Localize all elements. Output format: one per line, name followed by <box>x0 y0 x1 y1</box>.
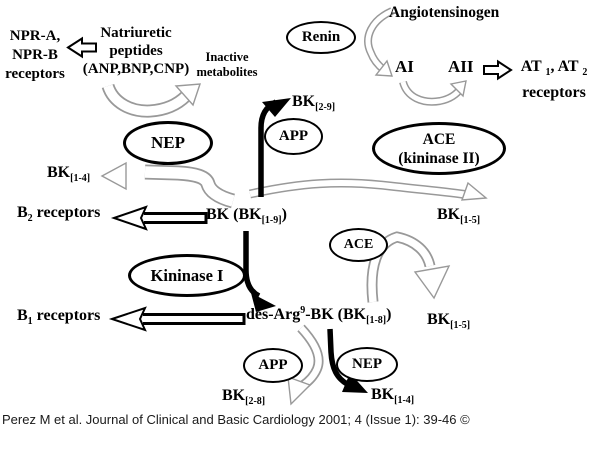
inactive-line2: metabolites <box>196 65 258 79</box>
label-bk1-5-upper: BK[1-5] <box>437 206 481 226</box>
arrow-desarg-to-bk15-lower <box>366 231 451 303</box>
npr-line1: NPR-A, <box>9 28 61 44</box>
arrow-desarg-to-b1-receptors <box>108 306 246 332</box>
enzyme-ace-small: ACE <box>329 228 388 262</box>
ace-small-label: ACE <box>343 237 374 252</box>
label-bk1-5-lower: BK[1-5] <box>427 311 471 331</box>
app-bottom-label: APP <box>258 357 288 373</box>
arrow-bk-to-b2-receptors <box>110 205 208 231</box>
nep-bottom-label: NEP <box>352 356 382 372</box>
label-bk2-9: BK[2-9] <box>292 93 336 113</box>
label-des-arg9-bk: des-Arg9-BK (BK[1-8]) <box>246 305 392 326</box>
label-b1-receptors: B1 receptors <box>17 307 101 327</box>
arrow-angiotensinogen-to-ai <box>364 7 394 77</box>
arrow-natriuretic-to-npr-receptors <box>66 36 97 59</box>
arrow-aii-to-at-receptors <box>483 59 513 81</box>
natriuretic-line1: Natriuretic <box>100 25 172 41</box>
enzyme-renin: Renin <box>286 21 356 54</box>
label-ai: AI <box>395 57 414 77</box>
renin-label: Renin <box>301 29 341 45</box>
enzyme-app-bottom: APP <box>243 348 303 383</box>
enzyme-ace-kininase2: ACE (kininase II) <box>372 122 506 175</box>
at1: AT 1 <box>520 58 551 78</box>
arrow-bk-to-desarg <box>243 231 276 312</box>
label-b2-receptors: B2 receptors <box>17 204 101 224</box>
label-inactive-metabolites: Inactive metabolites <box>192 50 262 80</box>
arrow-bk-to-bk14 <box>100 161 236 209</box>
label-bk2-8: BK[2-8] <box>222 387 266 407</box>
ai-text: AI <box>395 57 414 76</box>
arrow-nep-to-inactive-metabolites <box>101 83 201 118</box>
natriuretic-line3: (ANP,BNP,CNP) <box>82 61 190 77</box>
at-separator: , <box>550 58 558 75</box>
label-angiotensinogen: Angiotensinogen <box>389 4 499 21</box>
aii-text: AII <box>448 57 474 76</box>
label-bk1-9: BK (BK[1-9]) <box>206 206 287 226</box>
at-receptors-line2: receptors <box>522 84 586 101</box>
arrow-bk-to-bk15-upper <box>249 178 488 201</box>
angiotensinogen-text: Angiotensinogen <box>389 4 500 21</box>
enzyme-app-top: APP <box>264 118 323 155</box>
arrow-bk-to-bk29 <box>258 98 291 197</box>
kininase1-label: Kininase I <box>150 265 224 285</box>
label-at-receptors: AT 1, AT 2 receptors <box>511 57 597 103</box>
label-aii: AII <box>448 57 474 77</box>
enzyme-kininase1: Kininase I <box>128 254 246 297</box>
label-npr-receptors: NPR-A, NPR-B receptors <box>0 27 70 84</box>
label-natriuretic-peptides: Natriuretic peptides (ANP,BNP,CNP) <box>81 24 191 78</box>
inactive-line1: Inactive <box>205 50 249 64</box>
label-bk1-4-bottom: BK[1-4] <box>371 386 415 406</box>
app-top-label: APP <box>278 128 309 144</box>
npr-line3: receptors <box>5 66 65 82</box>
enzyme-nep-top: NEP <box>123 121 213 165</box>
natriuretic-line2: peptides <box>109 43 163 59</box>
npr-line2: NPR-B <box>12 47 58 63</box>
citation-caption: Perez M et al. Journal of Clinical and B… <box>2 412 470 427</box>
label-bk1-4-left: BK[1-4] <box>47 164 91 184</box>
arrow-desarg-to-bk28 <box>287 324 324 406</box>
ace-k2-label: ACE (kininase II) <box>398 130 480 167</box>
enzyme-nep-bottom: NEP <box>336 347 398 382</box>
at2: AT 2 <box>557 58 588 78</box>
arrow-ai-to-aii <box>399 80 467 106</box>
nep-top-label: NEP <box>151 133 185 152</box>
